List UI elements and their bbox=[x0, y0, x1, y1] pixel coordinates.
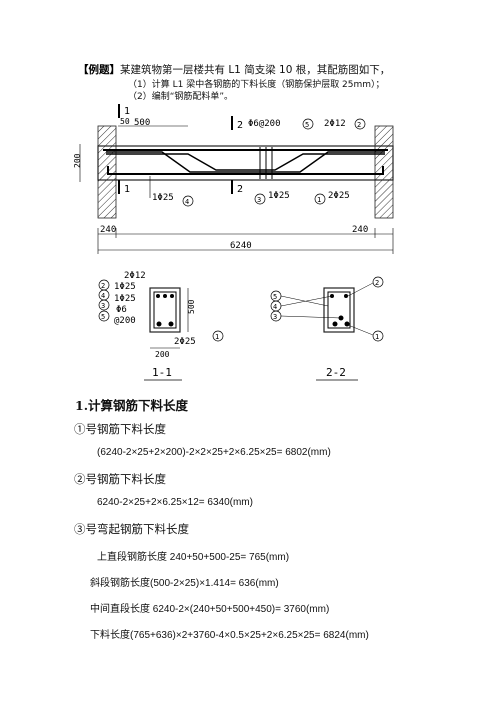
sec11-dim-width: 200 bbox=[155, 350, 170, 359]
leader bbox=[280, 315, 342, 319]
beam-elevation: 1 1 2 2 50 500 200 Φ6@200 5 2Φ12 2 1Φ25 … bbox=[73, 104, 394, 254]
section-1-1: 2Φ12 2 1Φ25 4 1Φ25 3 Φ6 @200 5 500 2Φ25 … bbox=[98, 271, 224, 381]
dim-total: 6240 bbox=[230, 241, 252, 251]
rebar-dot bbox=[163, 294, 167, 298]
sec11-tag-bent2: 3 bbox=[101, 302, 105, 310]
rebar-dot bbox=[344, 294, 348, 298]
stirrup-label: Φ6@200 bbox=[248, 119, 281, 129]
section-mark-2-bottom: 2 bbox=[237, 184, 243, 195]
stirrup-tag: 5 bbox=[305, 121, 309, 129]
beam-outline bbox=[97, 145, 394, 181]
leader bbox=[280, 295, 329, 307]
section-heading: 1.计算钢筋下料长度 bbox=[75, 398, 189, 413]
rebar-dot bbox=[332, 321, 338, 327]
leader bbox=[347, 282, 374, 297]
bar3-line2: 斜段钢筋长度(500-2×25)×1.414= 636(mm) bbox=[90, 578, 279, 589]
task-item-1: （1）计算 L1 梁中各钢筋的下料长度（钢筋保护层取 25mm）； bbox=[128, 80, 385, 90]
section-mark-1-top: 1 bbox=[124, 106, 130, 117]
bent-bar-label-mid: 1Φ25 bbox=[268, 191, 290, 201]
section-stirrup bbox=[327, 291, 351, 329]
bent-bar-label-left: 1Φ25 bbox=[152, 193, 174, 203]
sec22-title: 2-2 bbox=[326, 366, 346, 379]
bottom-bar-label: 2Φ25 bbox=[328, 191, 350, 201]
dim-200: 200 bbox=[73, 153, 82, 168]
sec11-tag-bent1: 4 bbox=[101, 292, 105, 300]
section-2-2: 5 4 3 2 1 2-2 bbox=[270, 276, 384, 381]
bar2-title: ②号钢筋下料长度 bbox=[74, 472, 166, 486]
sec11-label-bent2: 1Φ25 bbox=[114, 294, 136, 304]
tag-circle bbox=[98, 299, 110, 311]
sec11-label-stirrup-a: Φ6 bbox=[116, 305, 127, 315]
tag-circle bbox=[314, 193, 326, 205]
sec11-label-bent1: 1Φ25 bbox=[114, 282, 136, 292]
leader bbox=[280, 295, 333, 307]
top-bar-tag: 2 bbox=[357, 121, 361, 129]
tag-circle bbox=[98, 310, 110, 322]
rebar-dot bbox=[156, 321, 162, 327]
dim-500: 500 bbox=[134, 118, 150, 128]
bar2-formula: 6240-2×25+2×6.25×12= 6340(mm) bbox=[97, 497, 253, 508]
rebar-dot bbox=[344, 321, 350, 327]
bar3-title: ③号弯起钢筋下料长度 bbox=[74, 522, 189, 536]
sec22-tag-5: 5 bbox=[273, 293, 277, 301]
sec11-label-top: 2Φ12 bbox=[124, 271, 146, 281]
sec11-tag-top: 2 bbox=[101, 282, 105, 290]
section-stirrup bbox=[153, 291, 177, 329]
bent-bar-3 bbox=[106, 151, 385, 173]
sec11-label-bottom: 2Φ25 bbox=[174, 337, 196, 347]
dim-240-left: 240 bbox=[100, 225, 116, 235]
sec11-title: 1-1 bbox=[152, 366, 172, 379]
bar3-line4: 下料长度(765+636)×2+3760-4×0.5×25+2×6.25×25=… bbox=[90, 630, 369, 641]
bottom-bar-line bbox=[107, 166, 384, 175]
tag-circle bbox=[372, 276, 384, 288]
sec22-tag-2: 2 bbox=[375, 279, 379, 287]
sec22-tag-1: 1 bbox=[375, 333, 379, 341]
sec11-tag-stirrup: 5 bbox=[101, 313, 105, 321]
rebar-dot bbox=[156, 294, 160, 298]
section-mark-2-top: 2 bbox=[237, 120, 243, 131]
problem-statement: 【例题】某建筑物第一层楼共有 L1 简支梁 10 根，其配筋图如下， bbox=[78, 62, 390, 77]
bent-bar-tag-left: 4 bbox=[185, 198, 189, 206]
tag-circle bbox=[372, 330, 384, 342]
bar3-line3: 中间直段长度 6240-2×(240+50+500+450)= 3760(mm) bbox=[90, 604, 330, 615]
sec22-tag-4: 4 bbox=[273, 303, 277, 311]
tag-circle bbox=[302, 118, 314, 130]
bar3-line1: 上直段钢筋长度 240+50+500-25= 765(mm) bbox=[97, 552, 290, 563]
beam-reinforcement-drawing: 1 1 2 2 50 500 200 Φ6@200 5 2Φ12 2 1Φ25 … bbox=[73, 104, 394, 381]
bar1-formula: (6240-2×25+2×200)-2×2×25+2×6.25×25= 6802… bbox=[97, 447, 331, 458]
problem-text: 某建筑物第一层楼共有 L1 简支梁 10 根，其配筋图如下， bbox=[120, 64, 391, 76]
bent-bar-4 bbox=[106, 153, 385, 171]
example-label: 【例题】 bbox=[78, 64, 120, 76]
sec11-tag-bottom: 1 bbox=[215, 333, 219, 341]
task-item-2: （2）编制“钢筋配料单”。 bbox=[128, 92, 234, 102]
bottom-bar-tag: 1 bbox=[317, 196, 321, 204]
dim-240-right: 240 bbox=[352, 225, 368, 235]
tag-circle bbox=[254, 193, 266, 205]
rebar-dot bbox=[170, 294, 174, 298]
leader bbox=[347, 324, 374, 336]
sec22-tag-3: 3 bbox=[273, 313, 277, 321]
section-mark-1-bottom: 1 bbox=[124, 184, 130, 195]
tag-circle bbox=[354, 118, 366, 130]
tag-circle bbox=[212, 330, 224, 342]
sec11-label-stirrup-b: @200 bbox=[114, 316, 136, 326]
dim-50: 50 bbox=[120, 117, 130, 126]
section-outline bbox=[149, 287, 181, 333]
sec11-dim-height: 500 bbox=[187, 299, 196, 314]
top-bar-label: 2Φ12 bbox=[324, 119, 346, 129]
bar1-title: ①号钢筋下料长度 bbox=[74, 422, 166, 436]
bent-bar-tag-mid: 3 bbox=[257, 196, 261, 204]
tag-circle bbox=[182, 195, 194, 207]
section-outline bbox=[323, 287, 355, 333]
rebar-dot bbox=[168, 321, 174, 327]
